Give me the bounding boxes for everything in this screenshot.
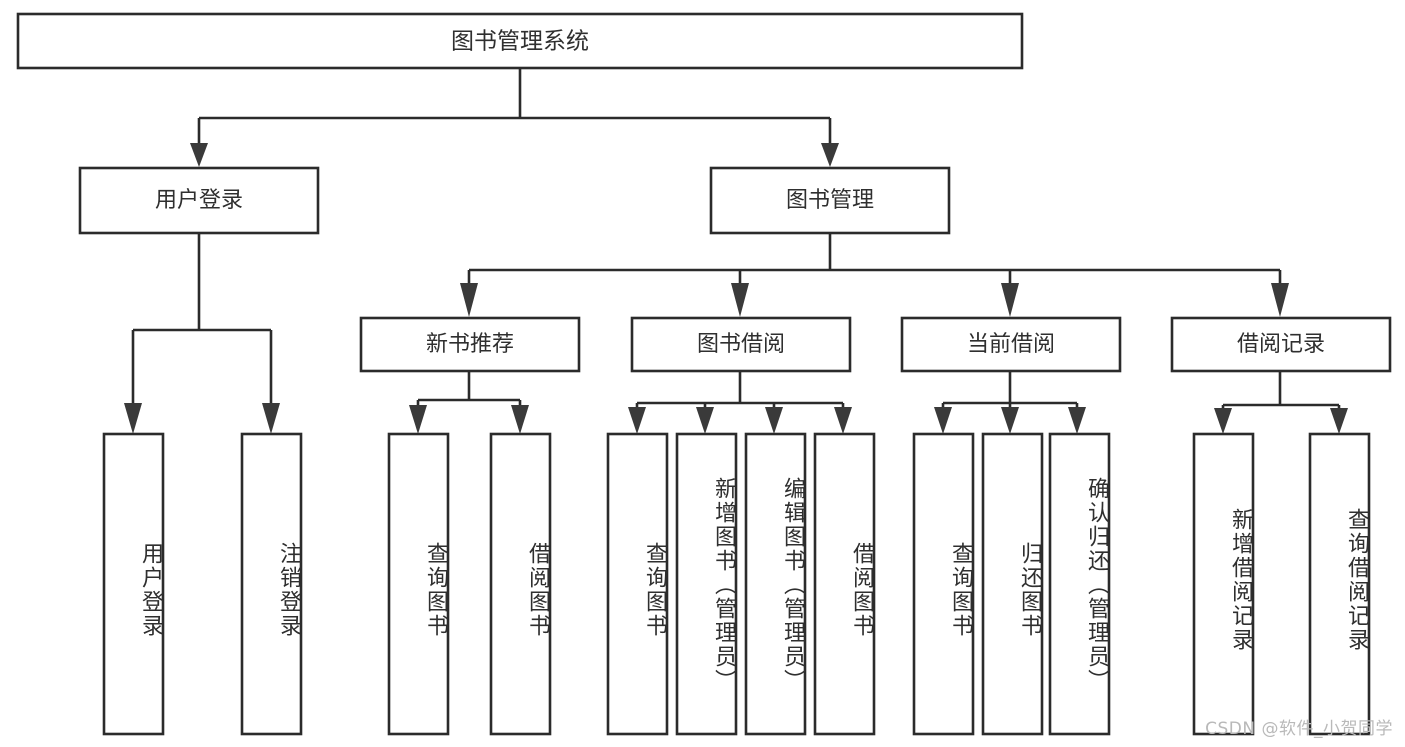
arrow-borrow-leaf-4 xyxy=(834,407,852,434)
node-user-login[interactable]: 用户登录 xyxy=(78,166,320,235)
node-current-borrow-box[interactable] xyxy=(900,316,1122,373)
node-book-borrow[interactable]: 图书借阅 xyxy=(630,316,852,373)
arrow-bookmgmt-to-borrow xyxy=(731,283,749,317)
connectors-record xyxy=(1214,371,1348,434)
node-book-management[interactable]: 图书管理 xyxy=(709,166,951,235)
node-current-borrow-label: 当前借阅 xyxy=(967,332,1055,357)
leaf-box-book-borrow-3[interactable] xyxy=(744,432,807,736)
leaf-boxes-book-borrow xyxy=(606,432,876,736)
arrow-current-leaf-2 xyxy=(1001,407,1019,434)
arrow-current-leaf-3 xyxy=(1068,407,1086,434)
leaf-box-user-login-1[interactable] xyxy=(102,432,165,736)
leaf-box-new-book-2[interactable] xyxy=(489,432,552,736)
leaf-boxes-new-book xyxy=(387,432,552,736)
leaf-box-book-borrow-2[interactable] xyxy=(675,432,738,736)
leaf-box-book-borrow-1[interactable] xyxy=(606,432,669,736)
connectors-userlogin xyxy=(124,233,280,434)
node-user-login-box[interactable] xyxy=(78,166,320,235)
leaf-box-current-borrow-3[interactable] xyxy=(1048,432,1111,736)
connectors-borrow xyxy=(628,371,852,434)
connectors-newbook xyxy=(409,371,529,434)
leaf-boxes-borrow-record xyxy=(1192,432,1371,736)
arrow-root-to-userlogin xyxy=(190,143,208,167)
connectors-bookmgmt xyxy=(460,233,1289,317)
node-book-borrow-label: 图书借阅 xyxy=(697,332,785,357)
leaf-box-new-book-1[interactable] xyxy=(387,432,450,736)
arrow-bookmgmt-to-newbook xyxy=(460,283,478,317)
leaf-box-current-borrow-2[interactable] xyxy=(981,432,1044,736)
node-new-book-recommend-label: 新书推荐 xyxy=(426,332,514,357)
arrow-borrow-leaf-3 xyxy=(765,407,783,434)
node-user-login-label: 用户登录 xyxy=(155,188,243,213)
leaf-box-current-borrow-1[interactable] xyxy=(912,432,975,736)
arrow-current-leaf-1 xyxy=(934,407,952,434)
node-new-book-recommend-box[interactable] xyxy=(359,316,581,373)
node-current-borrow[interactable]: 当前借阅 xyxy=(900,316,1122,373)
leaf-boxes-user-login xyxy=(102,432,303,736)
node-book-management-box[interactable] xyxy=(709,166,951,235)
leaf-box-user-login-2[interactable] xyxy=(240,432,303,736)
arrow-record-leaf-2 xyxy=(1330,408,1348,434)
arrow-bookmgmt-to-current xyxy=(1001,283,1019,317)
arrow-userlogin-leaf-2 xyxy=(262,403,280,434)
node-root[interactable]: 图书管理系统 xyxy=(16,12,1024,70)
connectors-root xyxy=(190,68,839,167)
arrow-newbook-leaf-2 xyxy=(511,405,529,434)
node-borrow-record-box[interactable] xyxy=(1170,316,1392,373)
node-new-book-recommend[interactable]: 新书推荐 xyxy=(359,316,581,373)
arrow-userlogin-leaf-1 xyxy=(124,403,142,434)
arrow-borrow-leaf-2 xyxy=(696,407,714,434)
leaf-box-borrow-record-1[interactable] xyxy=(1192,432,1255,736)
csdn-watermark: CSDN @软件_小贺同学 xyxy=(1205,719,1393,739)
node-root-label: 图书管理系统 xyxy=(451,29,589,55)
node-borrow-record-label: 借阅记录 xyxy=(1237,332,1325,357)
arrow-newbook-leaf-1 xyxy=(409,405,427,434)
node-borrow-record[interactable]: 借阅记录 xyxy=(1170,316,1392,373)
connectors-current xyxy=(934,371,1086,434)
node-root-box[interactable] xyxy=(16,12,1024,70)
arrow-record-leaf-1 xyxy=(1214,408,1232,434)
leaf-boxes-current-borrow xyxy=(912,432,1111,736)
node-book-management-label: 图书管理 xyxy=(786,188,874,213)
node-book-borrow-box[interactable] xyxy=(630,316,852,373)
arrow-bookmgmt-to-record xyxy=(1271,283,1289,317)
arrow-borrow-leaf-1 xyxy=(628,407,646,434)
leaf-box-borrow-record-2[interactable] xyxy=(1308,432,1371,736)
arrow-root-to-bookmgmt xyxy=(821,143,839,167)
leaf-box-book-borrow-4[interactable] xyxy=(813,432,876,736)
